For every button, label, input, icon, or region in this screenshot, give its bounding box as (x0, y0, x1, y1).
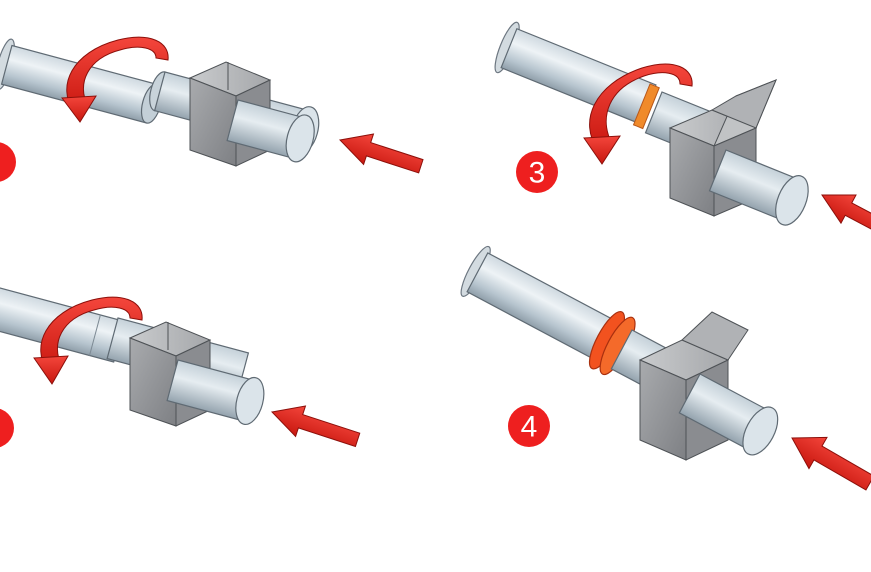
feed-arrow-icon (821, 194, 871, 235)
step-number: 4 (521, 411, 538, 444)
rotating-shaft (460, 245, 613, 359)
feed-arrow-icon (338, 133, 424, 174)
step-badge-2 (0, 408, 14, 448)
step-badge-3: 3 (516, 151, 558, 193)
feed-arrow-icon (791, 436, 871, 491)
rotation-arrow-icon (33, 296, 143, 385)
heat-band (632, 83, 660, 130)
step-badge-1 (0, 142, 16, 182)
rotation-arrow-icon (583, 63, 693, 165)
stationary-shaft-front (226, 99, 315, 163)
feed-arrow-icon (270, 405, 361, 448)
weld-flash (588, 310, 636, 376)
panel-step-3: 3 (494, 21, 871, 235)
step-badge-4: 4 (508, 405, 550, 447)
panel-step-4: 4 (460, 245, 871, 491)
stationary-shaft-front (708, 149, 809, 226)
rotation-arrow-icon (61, 36, 169, 123)
stationary-shaft-front (678, 373, 779, 456)
step-number: 3 (529, 157, 546, 190)
panel-step-2 (0, 279, 361, 448)
stationary-shaft-front (166, 359, 265, 426)
panel-step-1 (0, 36, 424, 182)
